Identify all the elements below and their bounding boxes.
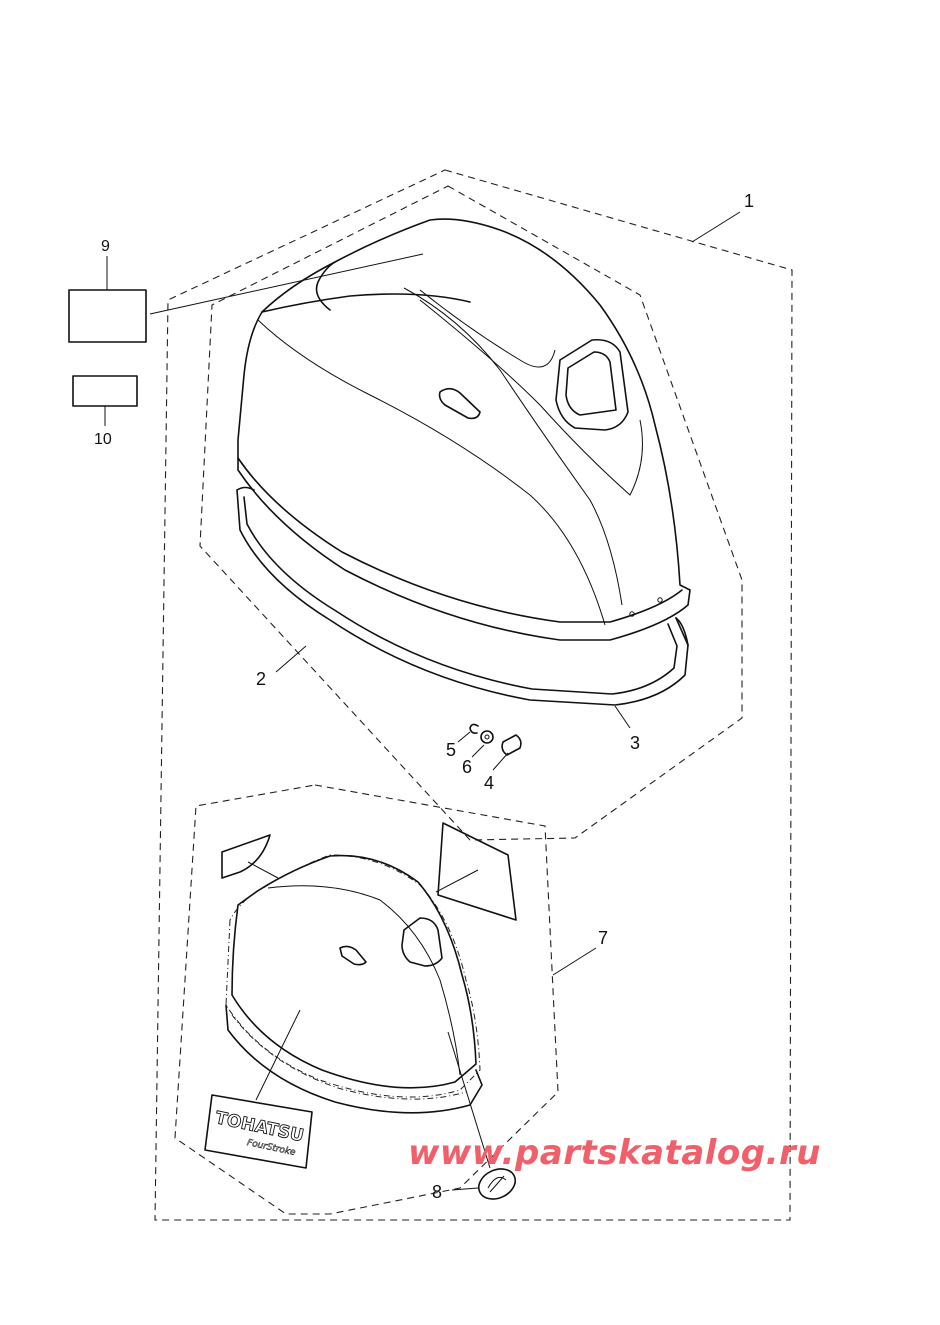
air-intake [555, 338, 629, 431]
leader-7-emblem [447, 1031, 491, 1169]
leader-3 [614, 705, 631, 729]
decal-left-small [221, 834, 271, 879]
hardware-parts [469, 723, 522, 756]
callout-1: 1 [744, 191, 754, 211]
air-intake-inner [565, 351, 617, 416]
callout-4: 4 [484, 773, 494, 793]
assembly-outline-1 [154, 169, 793, 1221]
rivet [657, 597, 663, 603]
rivet [629, 611, 635, 617]
callout-9: 9 [101, 238, 110, 255]
leader-5 [457, 731, 471, 743]
clip-part-5 [469, 723, 479, 734]
cover-styling-line [257, 319, 606, 626]
leader-9-part [149, 253, 424, 315]
cover-band [237, 457, 683, 623]
pin-part-4 [501, 734, 522, 756]
rim-seal-inner [243, 496, 678, 695]
callout-6: 6 [462, 757, 472, 777]
label-part-10 [72, 375, 138, 407]
cover-styling-line-4 [419, 299, 643, 496]
handle-slot [438, 387, 481, 420]
decal-right-panel [437, 822, 517, 921]
leader-7 [552, 947, 597, 976]
label-part-9 [68, 289, 147, 343]
assembly-outline-2 [199, 185, 743, 841]
top-cowl [236, 218, 691, 706]
leader-lines [104, 211, 741, 1191]
leader-7-decal-right [435, 869, 479, 893]
rim-seal-top [236, 486, 689, 646]
cover-body [237, 218, 691, 641]
decal-cowl-rim [225, 1004, 483, 1114]
callout-2: 2 [256, 669, 266, 689]
callout-10: 10 [94, 431, 112, 448]
decal-cowl-body [231, 854, 477, 1089]
cover-crest [261, 261, 471, 313]
leader-6 [471, 744, 485, 758]
leader-1 [691, 211, 741, 243]
rim-seal [236, 489, 689, 706]
kit-outline-7 [174, 784, 559, 1215]
decal-kit: TOHATSU FourStroke [204, 822, 517, 1200]
watermark-text: www.partskatalog.ru [408, 1133, 822, 1173]
cover-styling-line-2 [403, 287, 623, 606]
leader-7-cowl [255, 1009, 301, 1101]
decal-intake [401, 917, 443, 967]
washer-hole [484, 734, 490, 740]
decal-handle-slot [339, 945, 367, 966]
callout-3: 3 [630, 733, 640, 753]
callout-8: 8 [432, 1182, 442, 1202]
emblem-mark [487, 1175, 507, 1193]
leader-8 [451, 1187, 479, 1191]
callout-5: 5 [446, 740, 456, 760]
brand-decal-panel [204, 1094, 313, 1169]
cover-styling-line-3 [419, 289, 556, 368]
leader-4 [492, 752, 509, 771]
decal-cowl-rim-inner [231, 1014, 467, 1100]
emblem-part-8 [477, 1168, 517, 1200]
leader-7-decal-left [247, 861, 279, 879]
leader-2 [275, 645, 307, 673]
callout-7: 7 [598, 928, 608, 948]
washer-part-6 [480, 730, 494, 744]
decal-styling-line [267, 885, 461, 1076]
